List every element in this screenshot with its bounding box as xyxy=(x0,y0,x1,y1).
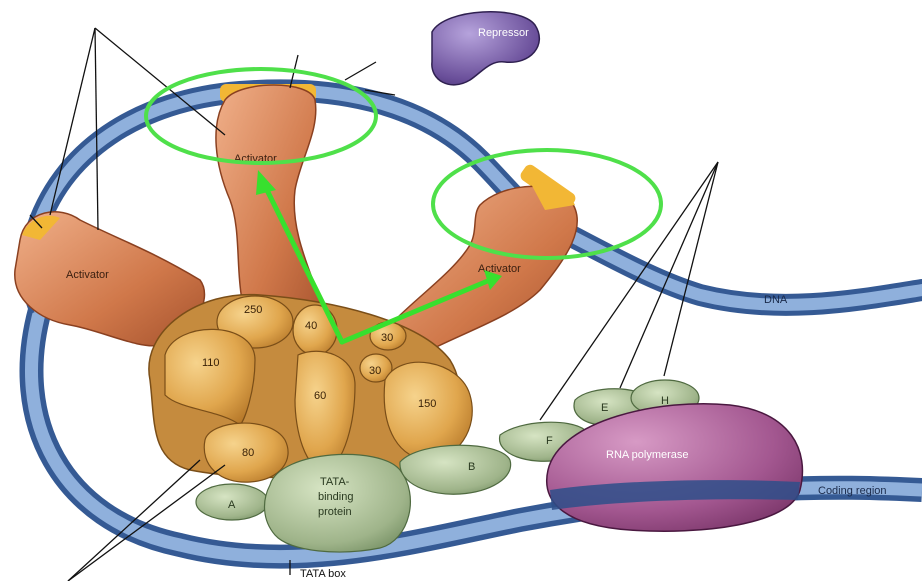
taf-60-label: 60 xyxy=(314,390,326,402)
repressor-label: Repressor xyxy=(478,27,529,39)
rna-polymerase-label: RNA polymerase xyxy=(606,449,689,461)
factor-f-label: F xyxy=(546,435,553,447)
tbp-label-line3: protein xyxy=(318,506,352,518)
taf-30a-label: 30 xyxy=(381,332,393,344)
tbp-label-line1: TATA- xyxy=(320,476,350,488)
activator-right: Activator xyxy=(387,182,577,356)
activator-left-label: Activator xyxy=(66,269,109,281)
tata-binding-protein xyxy=(265,454,411,552)
factor-b-label: B xyxy=(468,461,475,473)
factor-b xyxy=(400,445,511,494)
repressor-protein: Repressor xyxy=(432,12,539,85)
tata-box-label: TATA box xyxy=(300,568,346,580)
taf-30b-label: 30 xyxy=(369,365,381,377)
taf-110-label: 110 xyxy=(202,357,220,369)
taf-150-label: 150 xyxy=(418,398,436,410)
taf-40-label: 40 xyxy=(305,320,317,332)
coding-region-label: Coding region xyxy=(818,485,887,497)
dna-label: DNA xyxy=(764,294,788,306)
tbp-label-line2: binding xyxy=(318,491,353,503)
taf-80-label: 80 xyxy=(242,447,254,459)
taf-250-label: 250 xyxy=(244,304,262,316)
factor-a-label: A xyxy=(228,499,236,511)
rna-polymerase: RNA polymerase xyxy=(547,404,803,531)
factor-e-label: E xyxy=(601,402,608,414)
activator-right-label: Activator xyxy=(478,263,521,275)
